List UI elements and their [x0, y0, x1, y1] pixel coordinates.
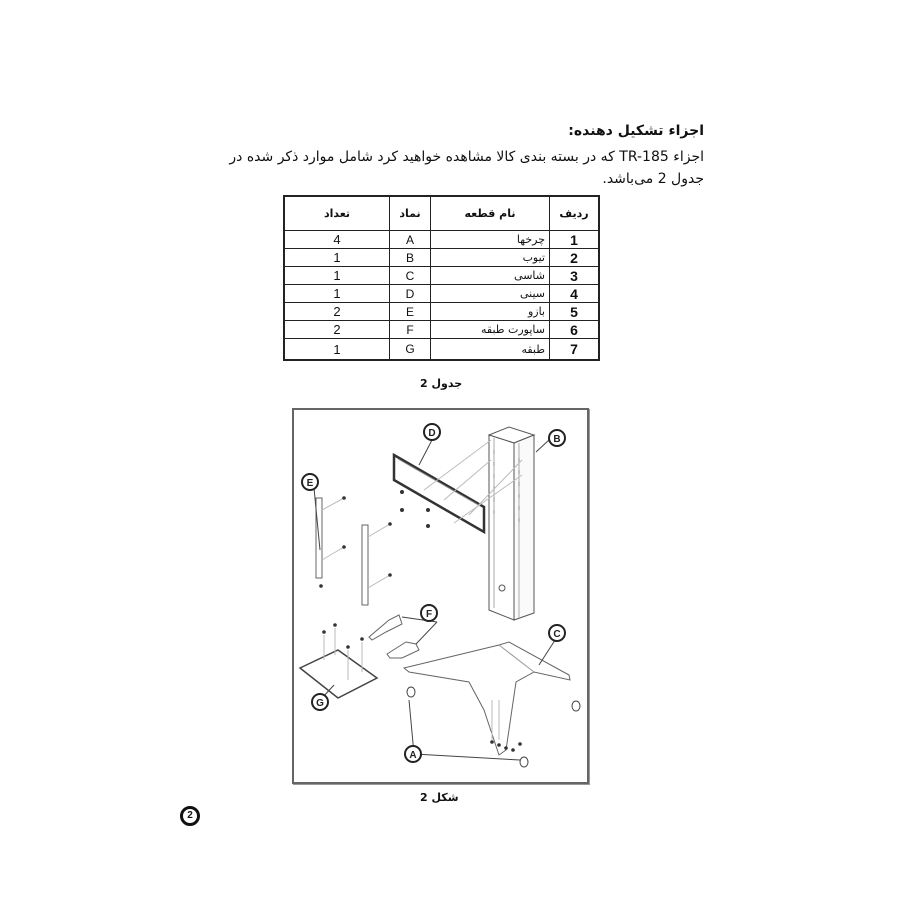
arm-part-e [315, 496, 392, 606]
intro-paragraph: اجزاء TR-185 که در بسته بندی کالا مشاهده… [184, 146, 704, 190]
part-symbol: F [389, 320, 431, 339]
paragraph-line: جدول 2 می‌باشد. [602, 171, 704, 187]
row-number: 5 [549, 302, 600, 321]
part-name: طبقه [430, 338, 550, 361]
table-row: 4 سینی D 1 [283, 284, 600, 303]
figure-caption: شکل 2 [420, 791, 459, 804]
row-number: 3 [549, 266, 600, 285]
chassis-part-c [402, 641, 571, 756]
part-quantity: 4 [283, 230, 390, 249]
callout-d: D [423, 423, 441, 441]
table-header-row: ردیف نام قطعه نماد تعداد [283, 195, 600, 231]
part-quantity: 2 [283, 320, 390, 339]
svg-text:E: E [307, 478, 314, 489]
table-row: 5 بازو E 2 [283, 302, 600, 321]
part-quantity: 1 [283, 338, 390, 361]
table-row: 3 شاسی C 1 [283, 266, 600, 285]
page-number: 2 [180, 806, 200, 826]
part-name: ساپورت طبقه [430, 320, 550, 339]
part-quantity: 1 [283, 248, 390, 267]
row-number: 2 [549, 248, 600, 267]
part-symbol: D [389, 284, 431, 303]
exploded-parts-diagram: D B E F C G A [298, 423, 581, 768]
shelf-part-g [298, 623, 379, 699]
table-row: 7 طبقه G 1 [283, 338, 600, 361]
svg-text:F: F [426, 609, 432, 620]
part-symbol: B [389, 248, 431, 267]
svg-text:A: A [409, 750, 416, 761]
header-row-number: ردیف [549, 195, 600, 231]
row-number: 7 [549, 338, 600, 361]
part-quantity: 1 [283, 266, 390, 285]
callout-f: F [420, 604, 438, 622]
part-symbol: A [389, 230, 431, 249]
section-title: اجزاء تشکیل دهنده: [568, 123, 704, 139]
parts-table: ردیف نام قطعه نماد تعداد 1 چرخها A 4 2 ت… [283, 195, 600, 361]
part-quantity: 1 [283, 284, 390, 303]
table-row: 1 چرخها A 4 [283, 230, 600, 249]
assembly-figure: D B E F C G A [292, 408, 589, 784]
callout-b: B [548, 429, 566, 447]
row-number: 1 [549, 230, 600, 249]
part-name: شاسی [430, 266, 550, 285]
svg-text:G: G [316, 698, 324, 709]
header-quantity: تعداد [283, 195, 390, 231]
part-name: تیوب [430, 248, 550, 267]
part-symbol: G [389, 338, 431, 361]
row-number: 6 [549, 320, 600, 339]
header-part-name: نام قطعه [430, 195, 550, 231]
row-number: 4 [549, 284, 600, 303]
table-caption: جدول 2 [420, 377, 463, 390]
paragraph-line: اجزاء TR-185 که در بسته بندی کالا مشاهده… [229, 149, 704, 165]
part-quantity: 2 [283, 302, 390, 321]
part-symbol: C [389, 266, 431, 285]
callout-c: C [548, 624, 566, 642]
table-row: 2 تیوب B 1 [283, 248, 600, 267]
part-symbol: E [389, 302, 431, 321]
header-symbol: نماد [389, 195, 431, 231]
svg-text:D: D [428, 428, 435, 439]
callout-a: A [404, 745, 422, 763]
callout-e: E [301, 473, 319, 491]
callout-g: G [311, 693, 329, 711]
part-name: بازو [430, 302, 550, 321]
table-row: 6 ساپورت طبقه F 2 [283, 320, 600, 339]
svg-text:C: C [553, 629, 560, 640]
part-name: چرخها [430, 230, 550, 249]
shelf-support-part-f [368, 614, 420, 659]
part-name: سینی [430, 284, 550, 303]
tube-part-b [487, 426, 536, 621]
wheel-part-a [406, 686, 581, 768]
tray-part-d [392, 439, 523, 535]
svg-text:B: B [553, 434, 560, 445]
